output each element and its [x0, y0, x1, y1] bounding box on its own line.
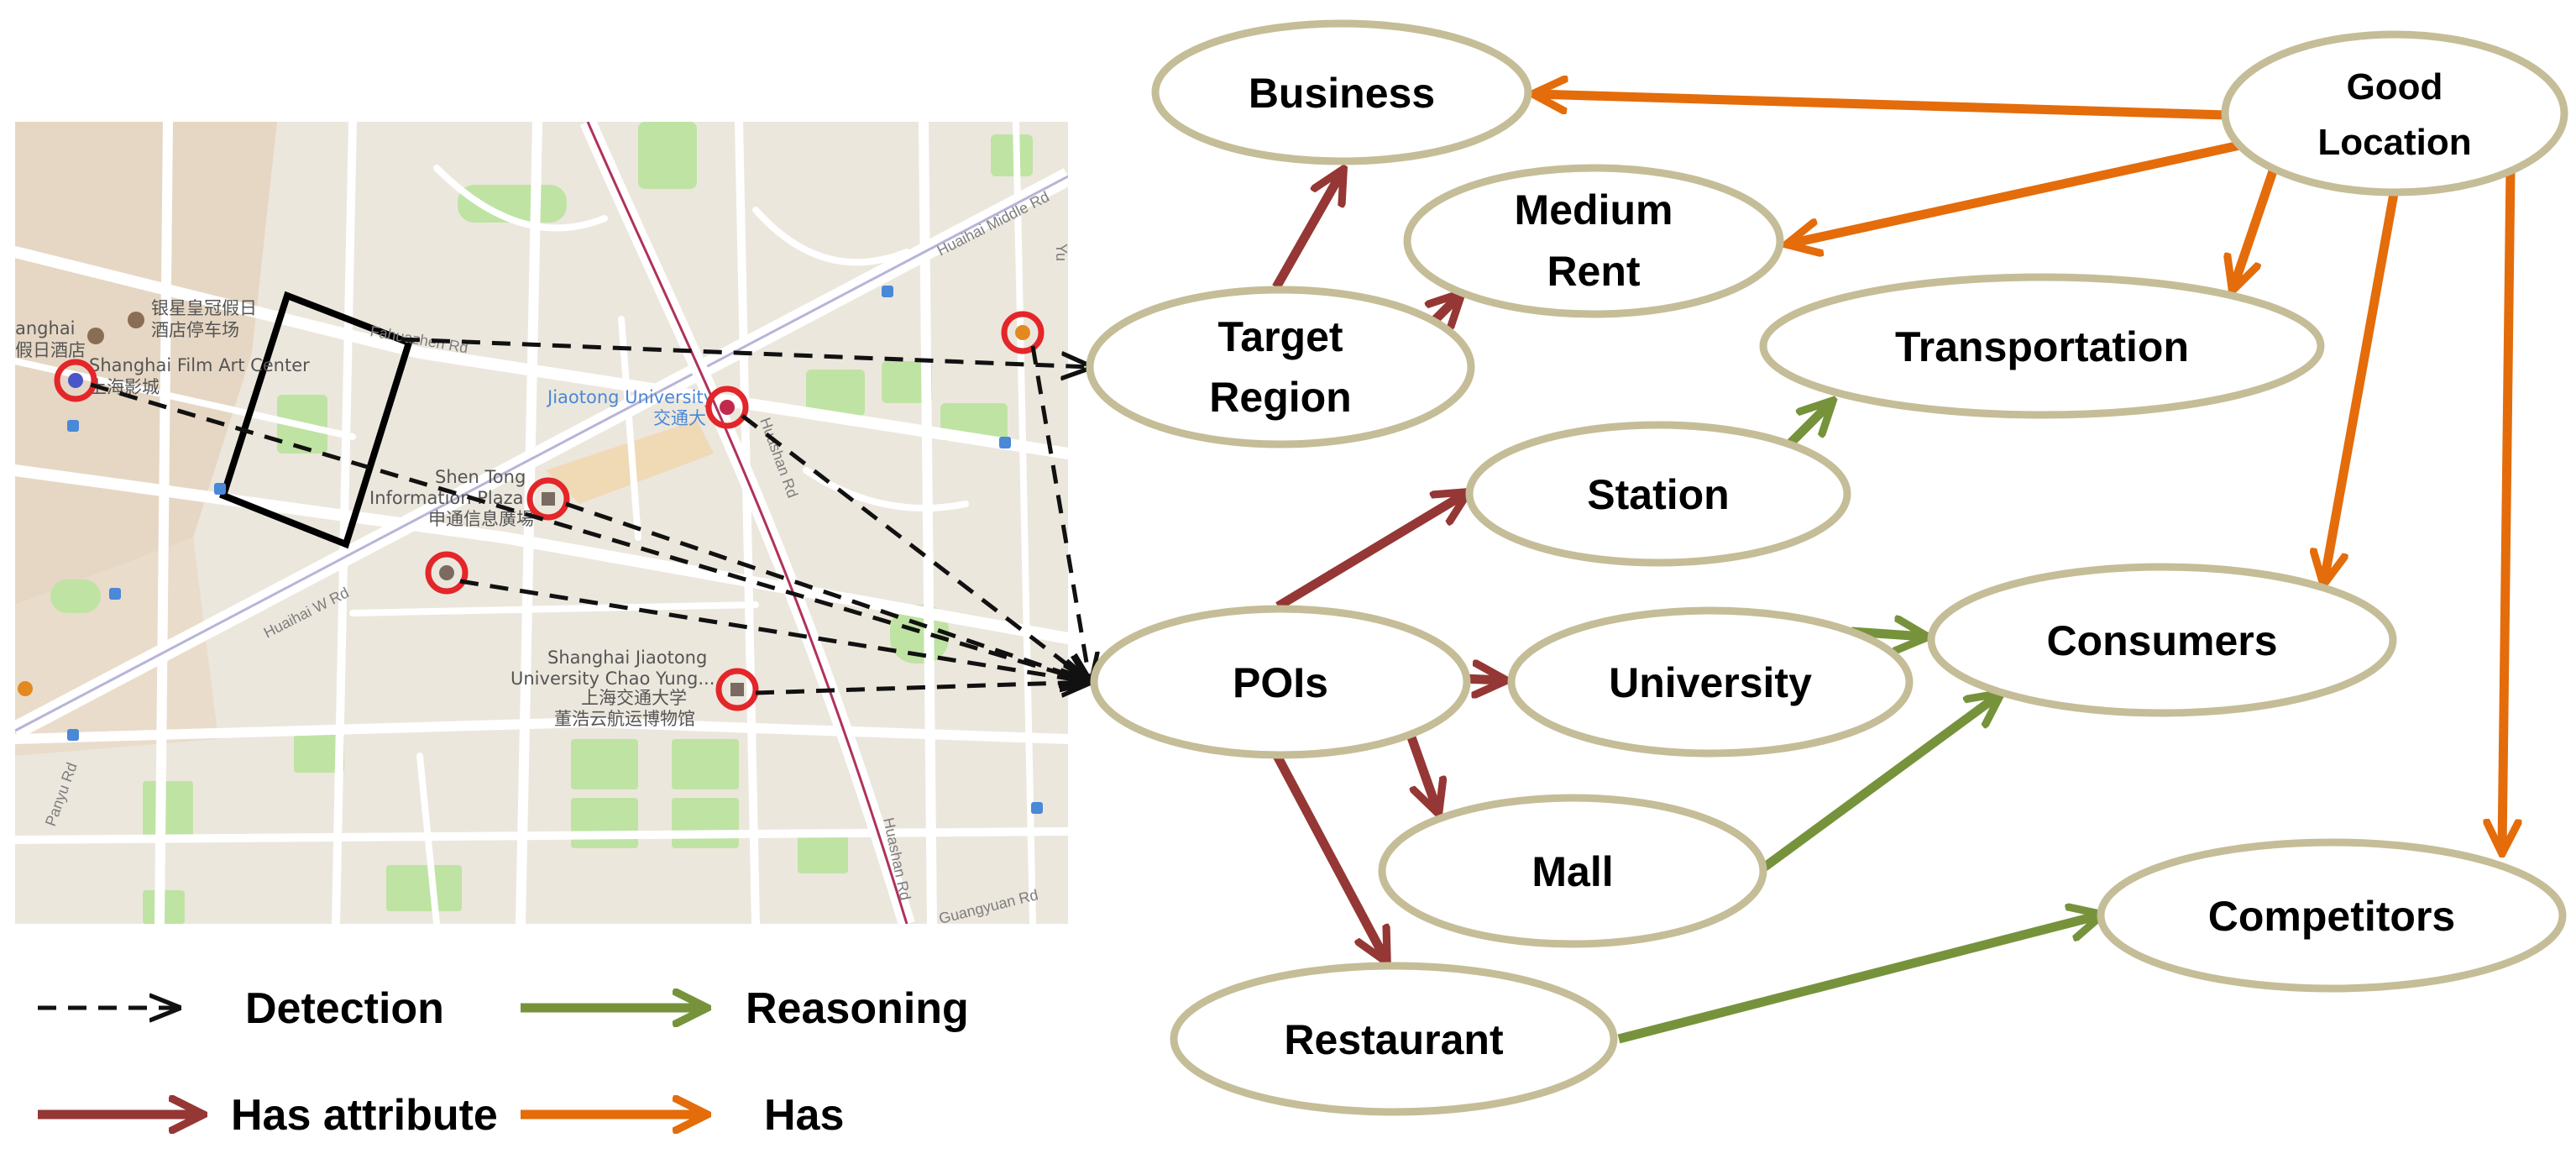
has-attribute-edges — [1272, 172, 1503, 959]
map-label-shanghai-edge: anghai — [15, 318, 76, 338]
poi-markers — [54, 311, 1045, 711]
node-good-location: Good Location — [2221, 30, 2568, 197]
detection-arrow-region — [401, 337, 1090, 367]
edge-location-transportation — [2233, 162, 2280, 287]
node-mall: Mall — [1378, 794, 1767, 948]
map-label-jiaotong-cn: 交通大 — [653, 408, 706, 428]
node-business: Business — [1151, 19, 1532, 165]
edge-restaurant-competitors — [1617, 915, 2099, 1044]
detection-arrow-jiaotong — [741, 414, 1090, 682]
svg-text:Competitors: Competitors — [2208, 893, 2455, 940]
map-label-sjtu-museum-2: University Chao Yung... — [510, 669, 715, 689]
edge-station-transportation — [1787, 403, 1830, 447]
poi-marker-shen-tong — [526, 477, 570, 521]
map-label-sjtu-museum: Shanghai Jiaotong — [547, 648, 707, 668]
edge-pois-mall — [1406, 733, 1437, 810]
svg-text:Location: Location — [2317, 122, 2471, 163]
svg-text:Good: Good — [2347, 66, 2443, 108]
detection-arrow-shen-tong — [565, 501, 1090, 682]
svg-text:Consumers: Consumers — [2046, 617, 2277, 664]
legend-has-label: Has — [764, 1091, 844, 1140]
poi-marker-jiaotong-university — [705, 385, 749, 429]
edge-location-competitors — [2502, 167, 2511, 850]
reasoning-edges — [1617, 403, 2099, 1044]
node-station: Station — [1465, 421, 1851, 567]
edge-mall-consumers — [1758, 695, 1998, 873]
svg-text:Business: Business — [1249, 70, 1435, 117]
svg-text:Region: Region — [1209, 374, 1351, 421]
node-university: University — [1507, 606, 1914, 758]
poi-marker-film-center — [54, 359, 97, 402]
legend-detection: Detection — [38, 984, 444, 1033]
map-label-film-art-center: Shanghai Film Art Center — [89, 355, 310, 375]
poi-marker-museum — [715, 668, 759, 711]
edge-pois-station — [1275, 494, 1465, 611]
map-label-hotel-parking-2: 酒店停车场 — [151, 320, 239, 340]
svg-text:Target: Target — [1217, 313, 1343, 360]
poi-marker-left-middle — [425, 551, 469, 595]
map-road-label-yu: Yu — [1053, 244, 1070, 261]
map-label-hotel-edge: 假日酒店 — [15, 340, 86, 360]
svg-text:Station: Station — [1587, 471, 1729, 518]
edge-location-medium-rent — [1790, 139, 2245, 244]
legend: Detection Reasoning Has attribute Has — [38, 984, 969, 1140]
edge-target-business — [1272, 172, 1342, 290]
node-target-region: Target Region — [1086, 286, 1475, 448]
map-small-icons — [18, 286, 1043, 814]
svg-text:Rent: Rent — [1547, 248, 1640, 295]
detection-arrow-film-center — [90, 382, 1090, 682]
node-consumers: Consumers — [1927, 563, 2397, 717]
detection-arrow-museum — [755, 682, 1090, 693]
legend-detection-label: Detection — [245, 984, 444, 1033]
map-label-museum-cn: 董浩云航运博物馆 — [554, 709, 695, 729]
detection-arrows — [90, 337, 1090, 693]
map-label-shen-tong: Shen Tong — [435, 467, 526, 487]
node-competitors: Competitors — [2097, 838, 2567, 993]
edge-pois-restaurant — [1272, 752, 1385, 959]
node-transportation: Transportation — [1759, 273, 2325, 419]
poi-marker-top-right — [1001, 311, 1045, 354]
svg-text:Restaurant: Restaurant — [1284, 1016, 1504, 1063]
map-panel: Huaihai Middle Rd Huaihai W Rd Huashan R… — [15, 122, 1070, 924]
node-medium-rent: Medium Rent — [1403, 164, 1784, 318]
legend-reasoning: Reasoning — [521, 984, 969, 1033]
legend-has: Has — [521, 1091, 844, 1140]
legend-has-attribute: Has attribute — [38, 1091, 498, 1140]
has-edges — [1537, 94, 2511, 850]
map-label-sjtu-museum-cn: 上海交通大学 — [581, 688, 687, 708]
svg-text:Mall: Mall — [1531, 848, 1613, 895]
edge-location-consumers — [2324, 188, 2400, 581]
legend-reasoning-label: Reasoning — [746, 984, 969, 1033]
edge-location-business — [1537, 94, 2228, 120]
graph-nodes: Business Good Location Medium Rent Targe… — [1086, 19, 2568, 1116]
map-label-shen-tong-cn: 申通信息廣場 — [428, 509, 534, 529]
map-label-jiaotong-university: Jiaotong University — [546, 387, 714, 407]
legend-has-attribute-label: Has attribute — [231, 1091, 498, 1140]
svg-text:Transportation: Transportation — [1895, 323, 2189, 370]
svg-text:Medium: Medium — [1515, 186, 1673, 233]
detection-arrow-left-middle — [459, 579, 1090, 682]
detection-arrow-top-right — [1030, 345, 1090, 682]
node-restaurant: Restaurant — [1170, 962, 1618, 1116]
map-streets — [15, 122, 1068, 924]
map-label-hotel-parking-1: 银星皇冠假日 — [151, 298, 257, 318]
svg-text:POIs: POIs — [1233, 659, 1328, 706]
svg-text:University: University — [1609, 659, 1812, 706]
node-pois: POIs — [1090, 605, 1471, 759]
